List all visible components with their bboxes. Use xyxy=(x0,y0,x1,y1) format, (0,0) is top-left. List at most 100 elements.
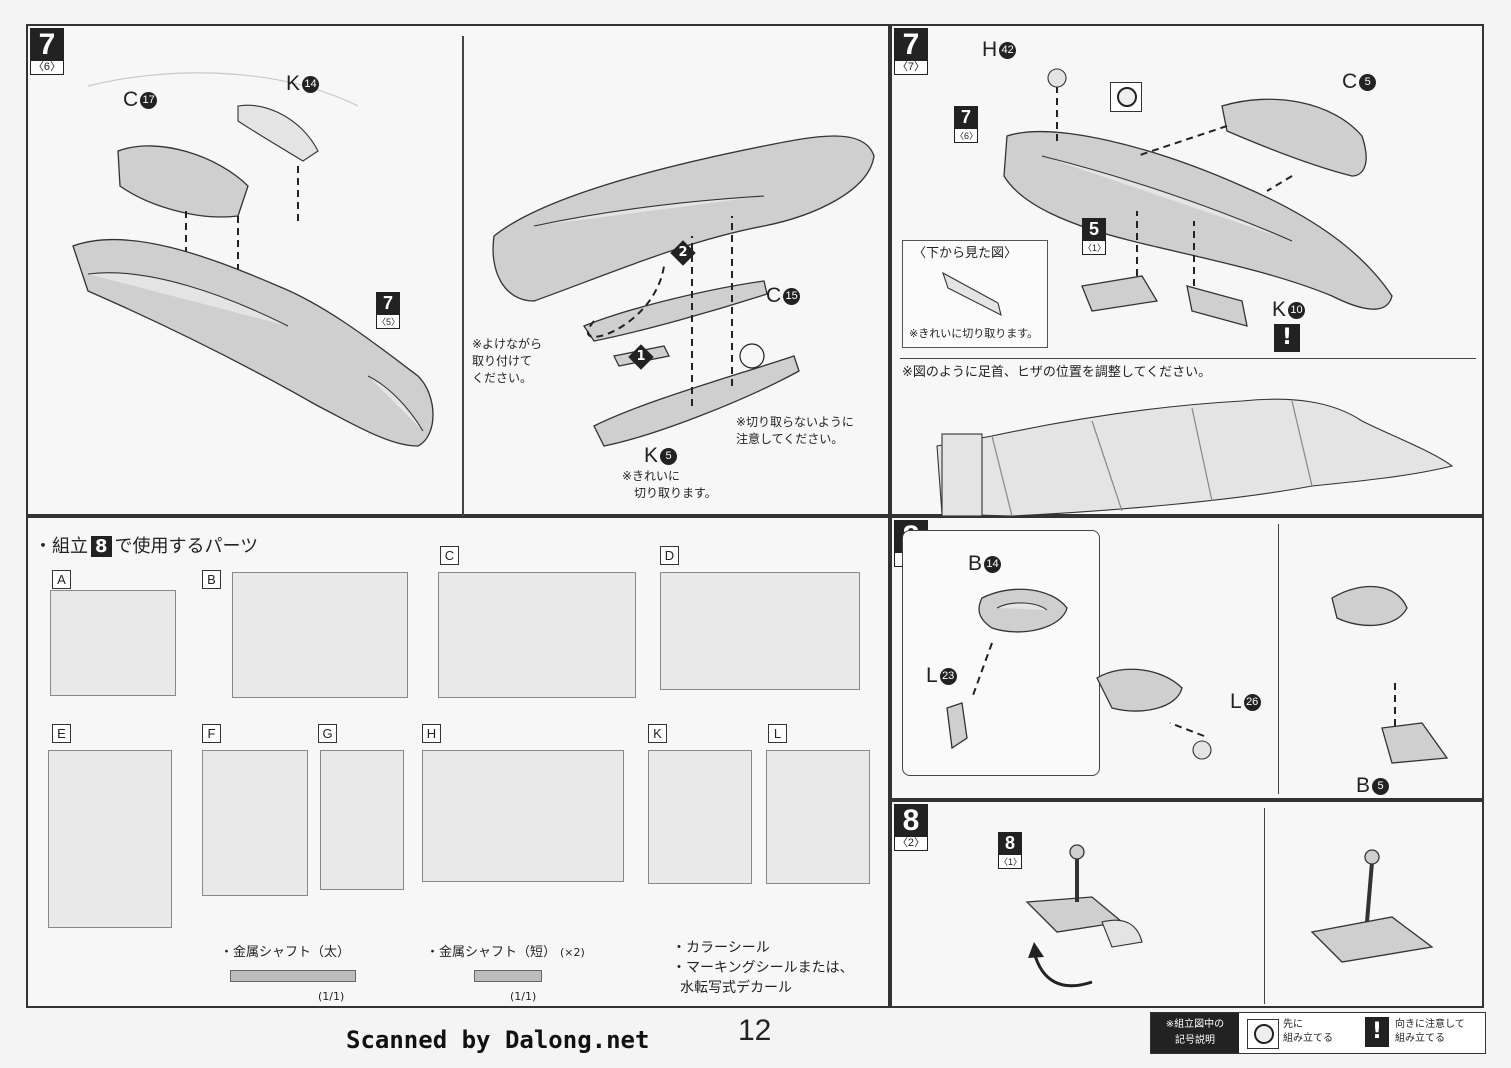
note-line: 取り付けて xyxy=(472,354,533,368)
runner-label-g: G xyxy=(318,724,337,743)
ref-sub: 〈1〉 xyxy=(998,854,1022,869)
label-letter: H xyxy=(982,38,998,61)
runner-k xyxy=(648,750,752,884)
warning-mark: ! xyxy=(1281,325,1293,350)
legend-title-line: ※組立図中の xyxy=(1165,1019,1225,1030)
assembly-illustration xyxy=(1025,844,1434,988)
step-badge: 7 〈7〉 xyxy=(894,28,928,75)
bottom-view-title: 〈下から見た図〉 xyxy=(913,246,1018,261)
ref-number: 8 xyxy=(1004,833,1015,853)
note-yokenagara: ※よけながら 取り付けて ください。 xyxy=(472,336,542,387)
warning-mark: ! xyxy=(1371,1019,1383,1044)
note-line: ※切り取らないように xyxy=(736,415,854,429)
ref-step-7-6: 7 〈6〉 xyxy=(954,106,978,143)
ref-step-5-1: 5 〈1〉 xyxy=(1082,218,1106,255)
shaft-short-qty: (×2) xyxy=(560,946,585,959)
sticker-item: 水転写式デカール xyxy=(680,980,792,996)
label-number: 14 xyxy=(984,555,1002,573)
panel-step-8-1: 8 〈1〉 B14 L23 L26 B5 xyxy=(890,516,1484,800)
legend-warn-text: 向きに注意して 組み立てる xyxy=(1395,1018,1465,1046)
runner-label-h: H xyxy=(422,724,441,743)
label-letter: L xyxy=(1230,690,1242,713)
note-kiritoranai: ※切り取らないように 注意してください。 xyxy=(736,414,854,448)
step-sub: 〈2〉 xyxy=(894,836,928,851)
shaft-thick-label: ・金属シャフト（太） xyxy=(220,945,351,960)
shaft-short-text: ・金属シャフト（短） xyxy=(426,945,557,960)
warning-icon: ! xyxy=(1274,324,1300,352)
label-number: 14 xyxy=(302,75,320,93)
runner-d xyxy=(660,572,860,690)
assembly-illustration xyxy=(1003,68,1393,327)
label-number: 5 xyxy=(1359,73,1377,91)
runner-label-f: F xyxy=(202,724,221,743)
note-line: 注意してください。 xyxy=(736,432,844,446)
step-sub: 〈6〉 xyxy=(30,60,64,75)
note-ashikubi: ※図のように足首、ヒザの位置を調整してください。 xyxy=(902,365,1212,380)
legend-title: ※組立図中の 記号説明 xyxy=(1151,1013,1239,1053)
label-number: 26 xyxy=(1243,693,1261,711)
step-number: 7 xyxy=(902,28,920,61)
shaft-short-bar xyxy=(474,970,542,982)
page-number: 12 xyxy=(738,1014,772,1047)
label-number: 23 xyxy=(939,667,957,685)
runner-g xyxy=(320,750,404,890)
runner-l xyxy=(766,750,870,884)
order-number: 1 xyxy=(636,349,646,364)
step-sub: 〈7〉 xyxy=(894,60,928,75)
label-letter: L xyxy=(926,664,938,687)
bottom-view-box: 〈下から見た図〉 ※きれいに切り取ります。 xyxy=(902,240,1048,348)
note-line: 切り取ります。 xyxy=(634,486,717,500)
legend-warn-icon: ! xyxy=(1365,1017,1389,1047)
label-letter: B xyxy=(968,552,983,575)
ref-number: 7 xyxy=(960,107,971,127)
legend-line: 組み立てる xyxy=(1283,1033,1333,1044)
label-letter: C xyxy=(1342,70,1358,93)
runner-b xyxy=(232,572,408,698)
step-badge: 7 〈6〉 xyxy=(30,28,64,75)
runner-e xyxy=(48,750,172,928)
legend-first-icon xyxy=(1247,1019,1279,1049)
callout-box xyxy=(902,530,1100,776)
runner-label-c: C xyxy=(440,546,459,565)
ref-sub: 〈1〉 xyxy=(1082,240,1106,255)
leg-side-view xyxy=(936,398,1454,516)
sticker-item: ・カラーシール xyxy=(672,940,770,956)
note-kireini-k10: ※きれいに切り取ります。 xyxy=(909,327,1039,340)
ref-step-7-5: 7 〈5〉 xyxy=(376,292,400,329)
bottom-view-part xyxy=(942,271,1002,317)
runner-a xyxy=(50,590,176,696)
shaft-short-count: (1/1) xyxy=(510,990,537,1003)
legend-line: 向きに注意して xyxy=(1395,1019,1465,1030)
runner-label-e: E xyxy=(52,724,71,743)
panel-divider xyxy=(462,36,464,516)
sticker-list: ・カラーシール ・マーキングシールまたは、 水転写式デカール xyxy=(672,938,854,998)
legend-line: 先に xyxy=(1283,1019,1303,1030)
legend-first-text: 先に 組み立てる xyxy=(1283,1018,1333,1046)
runner-c xyxy=(438,572,636,698)
label-letter: K xyxy=(1272,298,1287,321)
note-kireini-k5: ※きれいに 切り取ります。 xyxy=(622,468,717,502)
ref-number: 5 xyxy=(1088,219,1099,239)
ref-sub: 〈6〉 xyxy=(954,128,978,143)
runner-h xyxy=(422,750,624,882)
label-number: 42 xyxy=(999,41,1017,59)
sticker-item: ・マーキングシールまたは、 xyxy=(672,960,854,976)
order-number: 2 xyxy=(678,245,688,260)
ref-sub: 〈5〉 xyxy=(376,314,400,329)
note-line: ※きれいに xyxy=(622,469,681,483)
ref-number: 7 xyxy=(382,293,393,313)
runner-label-b: B xyxy=(202,570,221,589)
label-number: 5 xyxy=(660,447,678,465)
legend-title-line: 記号説明 xyxy=(1175,1035,1215,1046)
label-number: 5 xyxy=(1372,777,1390,795)
shaft-thick-bar xyxy=(230,970,356,982)
shaft-short-label: ・金属シャフト（短）(×2) xyxy=(426,944,585,961)
